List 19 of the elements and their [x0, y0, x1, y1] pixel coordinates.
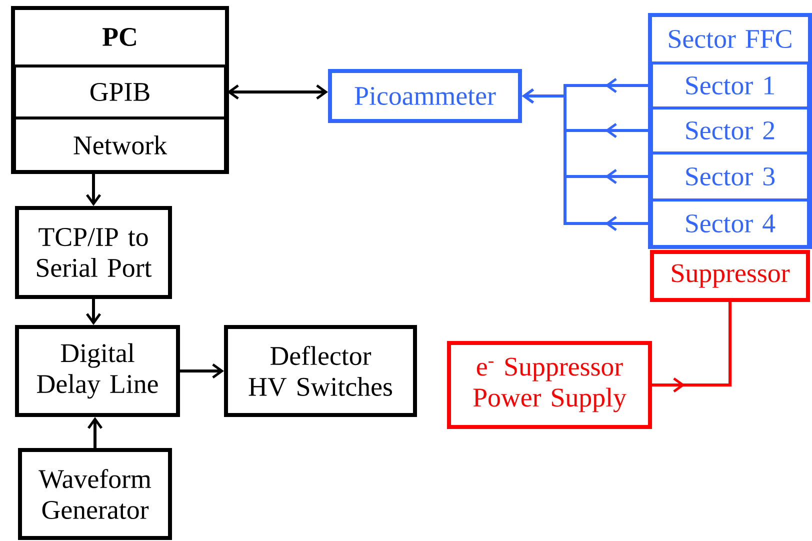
block-box: Deflector HV Switches — [224, 324, 417, 417]
block-box: TCP/IP to Serial Port — [15, 206, 172, 299]
arrow — [86, 298, 102, 325]
row-box: Sector 2 — [650, 106, 810, 154]
row-box: Sector 3 — [650, 151, 810, 202]
arrow — [180, 363, 224, 378]
block-box: Suppressor — [650, 250, 810, 302]
block-box: Picoammeter — [328, 69, 522, 123]
arrow — [86, 173, 102, 206]
arrow — [88, 416, 103, 448]
block-box: e$^{-}$ Suppressor Power Supply — [447, 340, 652, 429]
block-box: Waveform Generator — [18, 448, 172, 540]
block-box: Digital Delay Line — [15, 324, 180, 417]
arrow — [522, 88, 650, 231]
arrow — [227, 84, 328, 100]
row-box: Network — [13, 116, 227, 174]
row-box: GPIB — [13, 64, 227, 120]
row-box: Sector 1 — [650, 62, 810, 110]
row-box: Sector 4 — [650, 198, 810, 248]
